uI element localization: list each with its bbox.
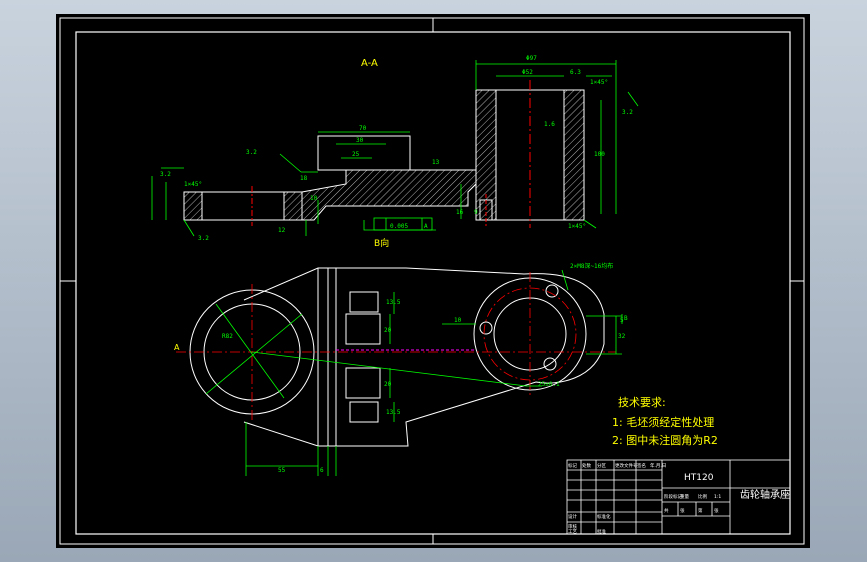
b-arrow-label: B <box>624 315 628 322</box>
dim-100: 100 <box>594 151 605 158</box>
title-block-label: 工艺 <box>568 529 577 535</box>
title-block-label: 1:1 <box>714 494 721 500</box>
title-block-label: 标准化 <box>597 513 611 520</box>
dim-55: 55 <box>278 467 286 474</box>
title-block-label: 审核 <box>568 523 577 530</box>
title-block-label: 张 <box>680 507 685 514</box>
bolt-hole-top <box>545 284 559 298</box>
plan-dim-text: R82 55 6 10 32 25±0.1 5 13.5 20 20 13.5 … <box>222 262 628 474</box>
dim-rough-32-flange: 3.2 <box>160 171 171 178</box>
cad-viewport[interactable]: A-A <box>56 14 810 548</box>
drawing-frame <box>75 31 791 535</box>
title-block-label: 第 <box>698 507 703 514</box>
left-bore-hatch <box>183 191 203 221</box>
dim-30: 30 <box>356 137 364 144</box>
dim-phi52: Φ52 <box>522 69 533 76</box>
title-block-label: 批准 <box>597 528 606 535</box>
title-block-label: 分区 <box>597 462 606 469</box>
tech-heading: 技术要求: <box>618 396 666 409</box>
title-block-label: 设计 <box>568 513 577 520</box>
section-dimensions <box>151 60 639 237</box>
dim-25: 25 <box>352 151 360 158</box>
dim-10b: 10 <box>454 317 462 324</box>
tolerance-datum: A <box>424 223 428 230</box>
plan-centerlines <box>176 272 616 422</box>
bolt-hole-bottom <box>543 357 557 371</box>
dim-chamfer-bottom: 1×45° <box>568 223 586 230</box>
part-name: 齿轮轴承座 <box>740 488 790 501</box>
section-view <box>183 80 585 228</box>
dim-phi97: Φ97 <box>526 55 537 62</box>
section-dim-text: Φ97 Φ52 6.3 1×45° 3.2 1.6 100 1×45° 70 3… <box>160 55 633 242</box>
section-label: A-A <box>361 58 378 69</box>
view-b-label: B向 <box>374 237 389 249</box>
slot-4 <box>349 401 379 423</box>
dim-6: 6 <box>320 467 324 474</box>
material-label: HT120 <box>684 473 714 483</box>
dim-32: 32 <box>618 333 626 340</box>
title-block-label: 签名 <box>637 462 646 469</box>
slot-1 <box>349 291 379 313</box>
web-hatch <box>301 169 477 221</box>
dim-70: 70 <box>359 125 367 132</box>
title-block-label: 阶段标记 <box>664 493 682 500</box>
title-block-label: 张 <box>714 507 719 514</box>
dim-rough-32-top: 3.2 <box>622 109 633 116</box>
title-block-label: 更改文件号 <box>615 462 638 469</box>
title-block <box>566 459 791 535</box>
dim-10: 10 <box>310 195 318 202</box>
title-block-label: 共 <box>664 507 669 514</box>
dim-chamfer-top: 1×45° <box>590 79 608 86</box>
tolerance-value: 0.005 <box>390 223 408 230</box>
tech-item-1: 1: 毛坯须经定性处理 <box>612 415 714 429</box>
dim-6-3: 6.3 <box>570 69 581 76</box>
view-a-label: A <box>174 343 180 352</box>
title-block-label: 比例 <box>698 493 707 500</box>
dim-9: 9 <box>474 209 478 216</box>
dim-13: 13 <box>432 159 440 166</box>
dim-25-tol: 25±0.1 <box>538 381 560 388</box>
title-block-label: 重量 <box>680 493 689 500</box>
dim-18: 18 <box>300 175 308 182</box>
bolt-hole-left <box>479 321 493 335</box>
dim-13-5-top: 13.5 <box>386 299 401 306</box>
dim-20-top: 20 <box>384 327 392 334</box>
dim-rough-16: 1.6 <box>544 121 555 128</box>
plan-dimensions <box>205 269 623 476</box>
engineering-drawing: A-A <box>59 17 805 545</box>
dim-rough-32-left: 3.2 <box>246 149 257 156</box>
flange-hatch <box>283 191 303 221</box>
dim-chamfer-left: 1×45° <box>184 181 202 188</box>
title-block-label: 年.月.日 <box>650 462 666 469</box>
title-block-label: 标记 <box>568 462 577 469</box>
title-block-small-labels: 标记处数分区 更改文件号签名年.月.日设计 标准化 阶段标记重量 比例审核工艺 批准 共 张 第… <box>568 462 721 535</box>
dim-13-5-bottom: 13.5 <box>386 409 401 416</box>
rib-block <box>317 135 411 171</box>
tech-item-2: 2: 图中未注圆角为R2 <box>612 433 718 447</box>
slot-3 <box>345 367 381 399</box>
dim-rough-32-bottom: 3.2 <box>198 235 209 242</box>
boss-right-wall <box>563 89 585 221</box>
technical-requirements: 技术要求: 1: 毛坯须经定性处理 2: 图中未注圆角为R2 <box>612 396 718 447</box>
title-block-label: 处数 <box>582 462 591 469</box>
holes-note: 2×M8深~16均布 <box>570 262 613 270</box>
dim-16: 16 <box>456 209 464 216</box>
slot-2 <box>345 313 381 345</box>
outer-border <box>59 17 805 545</box>
arm-outline <box>243 267 605 447</box>
dim-5: 5 <box>620 317 624 324</box>
dim-r82: R82 <box>222 333 233 340</box>
dim-20-bottom: 20 <box>384 381 392 388</box>
dim-12: 12 <box>278 227 286 234</box>
